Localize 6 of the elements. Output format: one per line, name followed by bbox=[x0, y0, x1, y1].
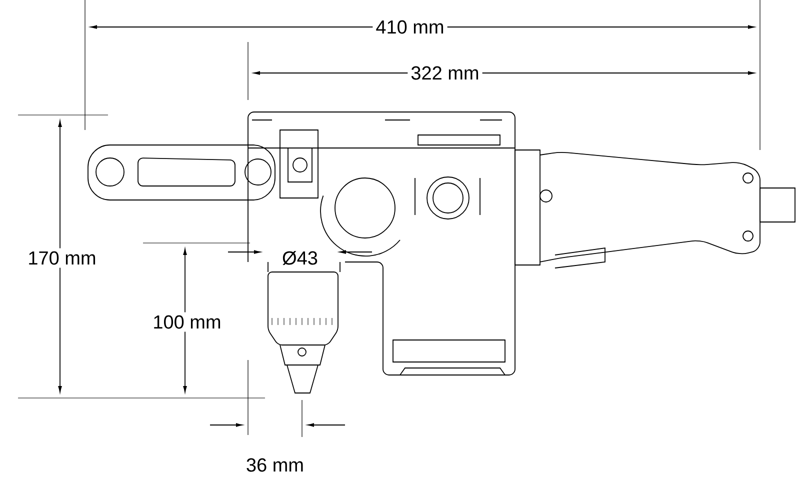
dimension-label: Ø43 bbox=[279, 248, 321, 268]
dimension-label: 100 mm bbox=[150, 312, 224, 332]
dimension-label: 170 mm bbox=[24, 248, 100, 268]
dimension-label: 410 mm bbox=[372, 17, 448, 37]
dimension-label: 36 mm bbox=[242, 455, 308, 475]
dimension-label: 322 mm bbox=[408, 63, 482, 83]
